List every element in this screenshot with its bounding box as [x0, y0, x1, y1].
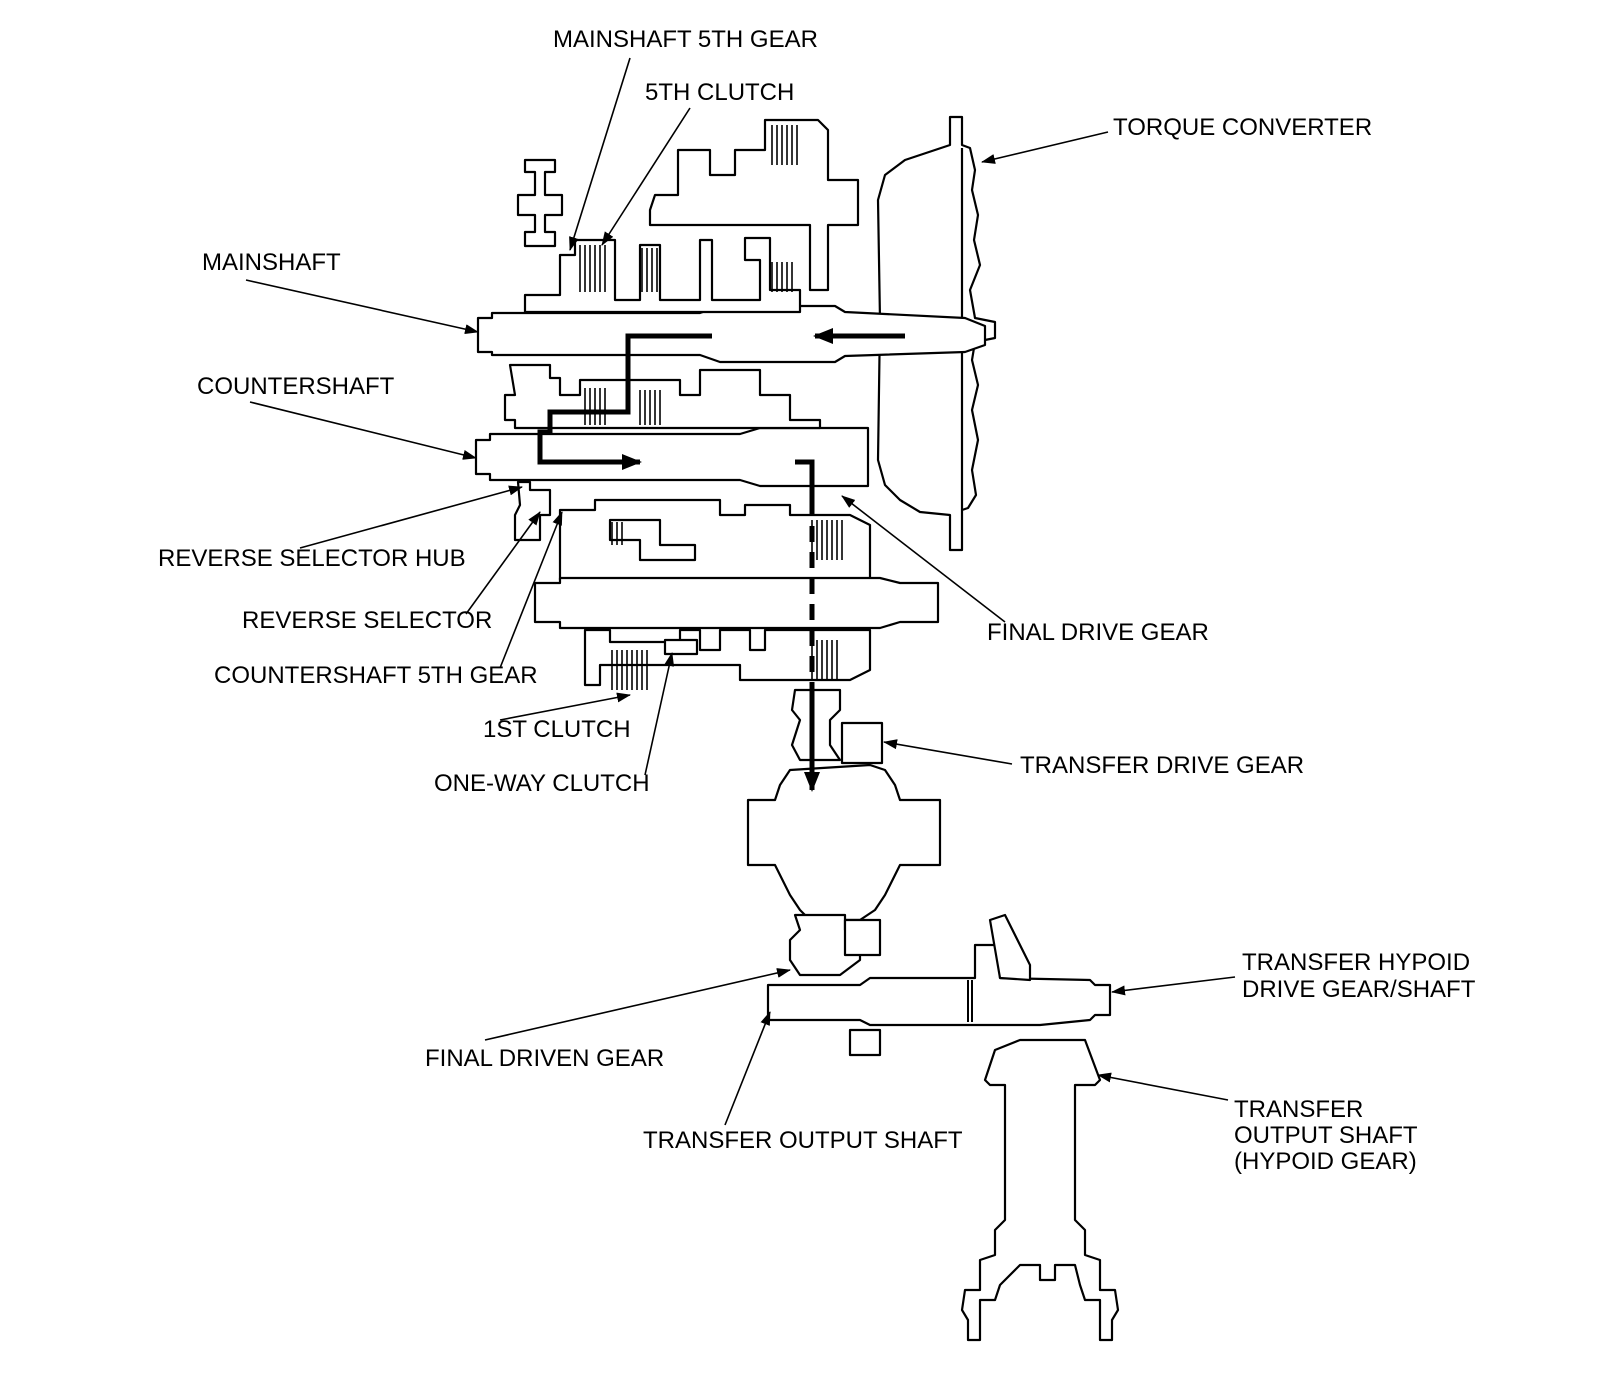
flow-through-clutch — [537, 333, 712, 470]
final-driven-gear — [788, 913, 882, 977]
label-transfer-drive-gear: TRANSFER DRIVE GEAR — [1020, 752, 1304, 779]
mainshaft — [476, 304, 987, 364]
label-reverse-selector: REVERSE SELECTOR — [242, 607, 492, 634]
fifth-clutch-plates — [579, 125, 798, 292]
mainshaft-gear-cluster — [516, 118, 860, 314]
one-way-clutch-body — [663, 638, 699, 656]
label-transfer-output-hypoid-line2: OUTPUT SHAFT — [1234, 1122, 1418, 1149]
first-clutch-plates — [611, 640, 838, 690]
transfer-output-shaft-hypoid-gear — [960, 1038, 1120, 1342]
transfer-output-shaft — [766, 943, 1112, 1057]
label-final-driven-gear: FINAL DRIVEN GEAR — [425, 1045, 664, 1072]
label-1st-clutch: 1ST CLUTCH — [483, 716, 631, 743]
differential-housing — [746, 763, 942, 922]
label-mainshaft-5th-gear: MAINSHAFT 5TH GEAR — [553, 26, 818, 53]
label-transfer-output-hypoid-line3: (HYPOID GEAR) — [1234, 1148, 1417, 1175]
reverse-selector-hub — [513, 480, 552, 542]
label-reverse-selector-hub: REVERSE SELECTOR HUB — [158, 545, 466, 572]
countershaft — [474, 426, 870, 488]
labels: MAINSHAFT 5TH GEAR 5TH CLUTCH TORQUE CON… — [158, 26, 1476, 1175]
label-final-drive-gear: FINAL DRIVE GEAR — [987, 619, 1209, 646]
countershaft-clutch-plates — [584, 388, 661, 425]
label-transfer-hypoid-line1: TRANSFER HYPOID — [1242, 949, 1470, 976]
leader-lines — [245, 57, 1236, 1126]
label-one-way-clutch: ONE-WAY CLUTCH — [434, 770, 650, 797]
label-countershaft: COUNTERSHAFT — [197, 373, 395, 400]
flow-countershaft-drop — [795, 459, 815, 500]
label-transfer-output-hypoid-line1: TRANSFER — [1234, 1096, 1363, 1123]
label-mainshaft: MAINSHAFT — [202, 249, 341, 276]
lower-gear-cluster — [533, 498, 940, 690]
transfer-drive-gear — [790, 688, 884, 765]
label-transfer-hypoid-line2: DRIVE GEAR/SHAFT — [1242, 976, 1476, 1003]
label-torque-converter: TORQUE CONVERTER — [1113, 114, 1372, 141]
transfer-hypoid-drive-gear — [988, 913, 1032, 982]
label-transfer-output-shaft: TRANSFER OUTPUT SHAFT — [643, 1127, 963, 1154]
power-flow-path — [537, 328, 905, 792]
label-countershaft-5th-gear: COUNTERSHAFT 5TH GEAR — [214, 662, 538, 689]
label-5th-clutch: 5TH CLUTCH — [645, 79, 794, 106]
